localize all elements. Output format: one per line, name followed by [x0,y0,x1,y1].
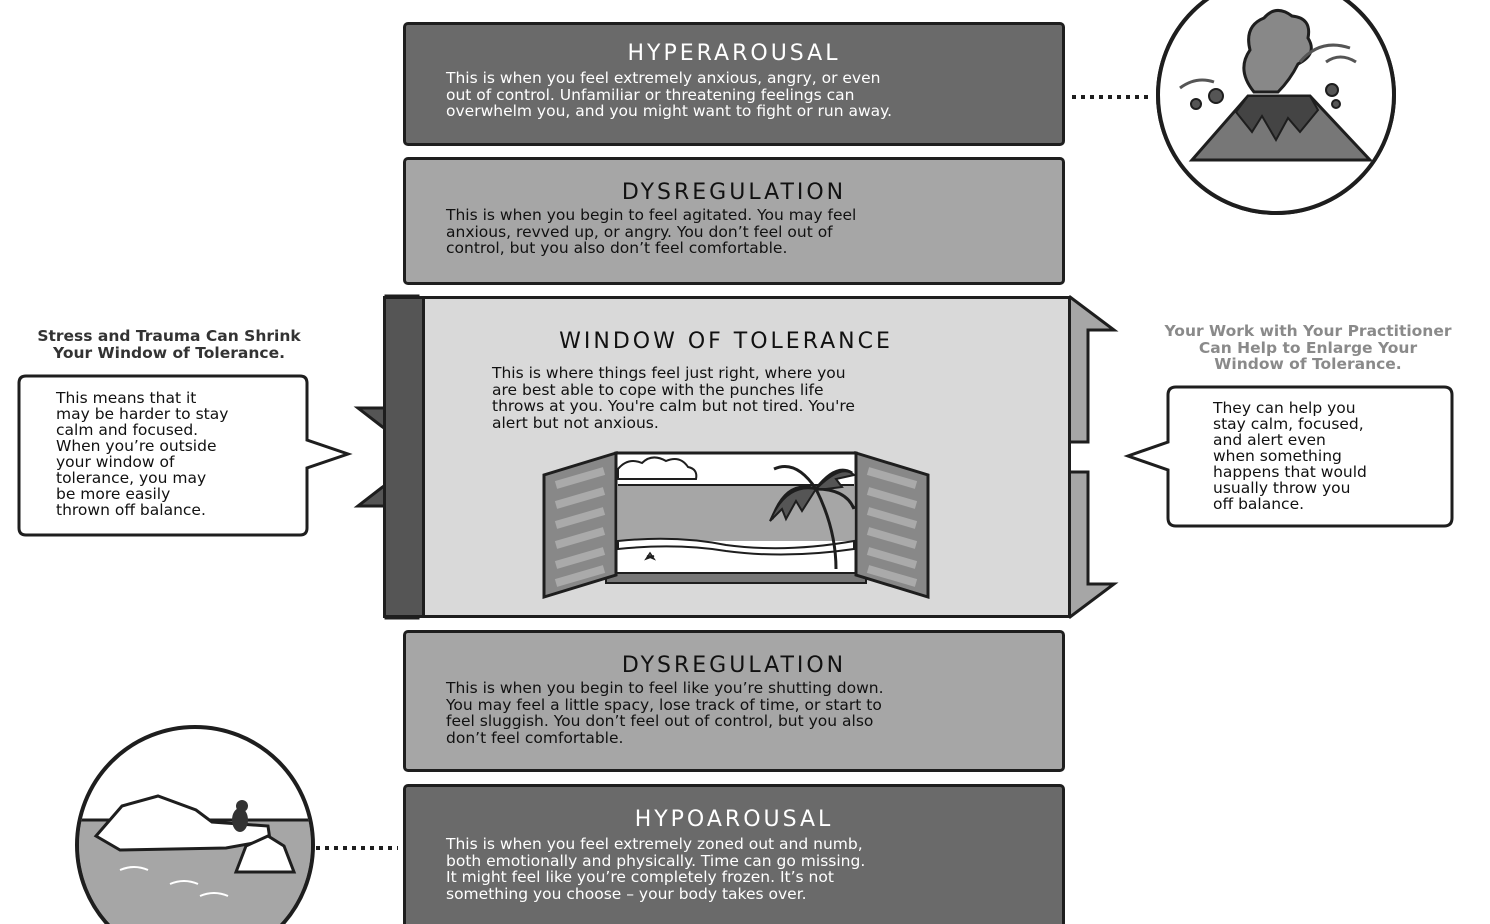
open-window-beach-icon [542,450,930,600]
left-side-heading: Stress and Trauma Can Shrink Your Window… [37,327,301,362]
hyperarousal-band: HYPERAROUSAL This is when you feel extre… [403,22,1065,146]
right-speech-bubble [1123,385,1454,528]
dysregulation-top-description: This is when you begin to feel agitated.… [446,206,857,257]
hypoarousal-title: HYPOAROUSAL [634,807,834,832]
hyperarousal-description: This is when you feel extremely anxious,… [446,69,893,120]
iceberg-penguin-icon [75,725,315,924]
hyperarousal-title: HYPERAROUSAL [627,41,841,66]
dysregulation-bottom-title: DYSREGULATION [621,653,847,678]
window-of-tolerance-band: WINDOW OF TOLERANCE This is where things… [383,296,1071,618]
window-of-tolerance-description: This is where things feel just right, wh… [492,364,855,432]
dysregulation-top-band: DYSREGULATION This is when you begin to … [403,157,1065,285]
window-of-tolerance-title: WINDOW OF TOLERANCE [559,329,893,354]
left-speech-bubble [17,374,353,537]
window-band-stripe [386,299,425,615]
left-bubble-text: This means that it may be harder to stay… [56,389,229,519]
dysregulation-top-title: DYSREGULATION [621,180,847,205]
volcano-icon [1156,0,1396,215]
right-side-heading: Your Work with Your Practitioner Can Hel… [1164,322,1452,373]
hypoarousal-description: This is when you feel extremely zoned ou… [446,835,866,903]
dysregulation-bottom-band: DYSREGULATION This is when you begin to … [403,630,1065,772]
right-bubble-text: They can help you stay calm, focused, an… [1213,399,1367,513]
hypoarousal-band: HYPOAROUSAL This is when you feel extrem… [403,784,1065,924]
dysregulation-bottom-description: This is when you begin to feel like you’… [446,679,884,747]
